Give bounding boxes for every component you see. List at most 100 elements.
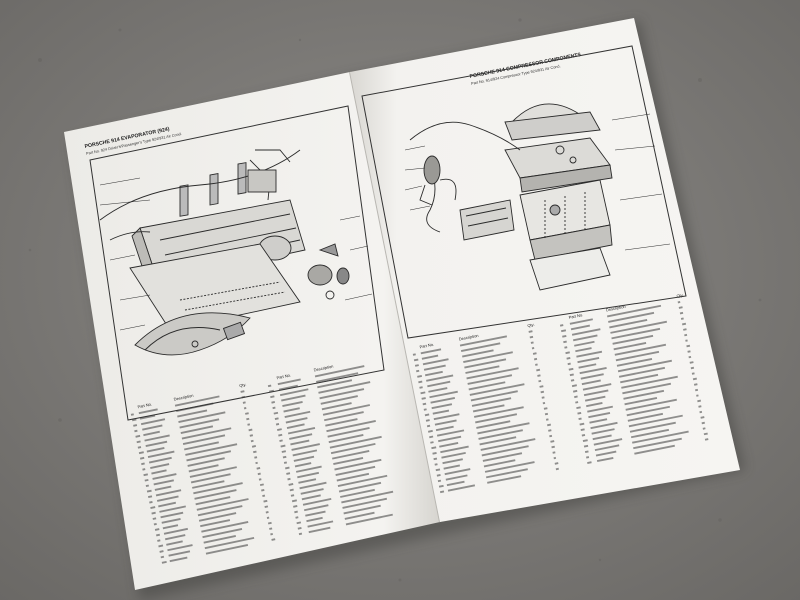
parts-list-text-line (608, 311, 655, 323)
parts-list-text-line (592, 434, 612, 441)
parts-list-text-line (572, 389, 578, 393)
parts-list-text-line (334, 458, 382, 471)
parts-list-text-line (322, 404, 371, 416)
parts-list-text-line (149, 500, 153, 504)
parts-list-text-line (187, 457, 225, 467)
parts-list-text-line (475, 413, 518, 424)
parts-list-text-line (158, 544, 164, 548)
parts-list-text-line (242, 401, 246, 404)
parts-list-text-line (158, 501, 177, 508)
parts-list-text-line (559, 324, 564, 327)
left-col-part-no-2: Part No. (276, 372, 291, 380)
parts-list-text-line (152, 473, 177, 480)
parts-list-text-line (325, 418, 358, 427)
parts-list-text-line (278, 433, 283, 437)
parts-list-text-line (159, 505, 186, 513)
parts-list-text-line (249, 434, 254, 437)
parts-list-text-line (136, 440, 141, 444)
parts-list-text-line (583, 389, 609, 397)
parts-list-text-line (340, 488, 375, 498)
parts-list-text-line (438, 435, 462, 443)
parts-list-text-line (285, 466, 290, 470)
parts-list-text-line (487, 475, 522, 484)
parts-list-text-line (528, 330, 533, 333)
parts-list-text-line (202, 528, 243, 539)
parts-list-text-line (595, 450, 617, 457)
parts-list-text-line (466, 367, 519, 380)
parts-list-text-line (687, 350, 691, 353)
parts-list-text-line (145, 484, 150, 488)
left-parts-list: Part No. Description Qty. Part No. Descr… (130, 364, 394, 564)
parts-list-text-line (319, 388, 365, 400)
parts-list-text-line (300, 488, 324, 495)
left-diagram-frame (89, 105, 385, 421)
parts-list-text-line (336, 472, 370, 482)
parts-list-text-line (485, 468, 528, 479)
parts-list-text-line (590, 421, 618, 430)
parts-list-text-line (482, 452, 523, 462)
parts-list-text-line (677, 301, 681, 304)
parts-list-text-line (549, 434, 553, 438)
parts-list-text-line (413, 358, 419, 362)
parts-list-text-line (289, 488, 294, 492)
parts-list-text-line (200, 519, 231, 528)
parts-list-text-line (429, 435, 434, 439)
parts-list-text-line (568, 367, 574, 371)
parts-list-text-line (420, 391, 426, 395)
parts-list-text-line (131, 418, 137, 422)
parts-list-text-line (254, 456, 258, 459)
parts-list-text-line (462, 349, 494, 358)
parts-list-text-line (343, 504, 381, 515)
parts-list-text-line (480, 438, 536, 451)
parts-list-text-line (185, 443, 238, 456)
parts-list-text-line (204, 536, 255, 550)
parts-list-text-line (326, 420, 376, 433)
parts-list-text-line (469, 383, 525, 396)
parts-list-text-line (296, 521, 302, 525)
parts-list-text-line (263, 499, 268, 503)
parts-list-text-line (294, 510, 298, 514)
parts-list-text-line (292, 449, 318, 457)
parts-list-text-line (412, 353, 416, 356)
parts-list-text-line (578, 363, 597, 369)
parts-list-text-line (169, 556, 188, 563)
parts-list-text-line (153, 522, 157, 526)
parts-list-text-line (266, 516, 270, 519)
parts-list-text-line (275, 423, 280, 426)
parts-list-text-line (532, 352, 537, 355)
right-col-description-2: Description (605, 304, 626, 313)
parts-list-text-line (421, 354, 439, 360)
parts-list-text-line (703, 432, 708, 436)
parts-list-text-line (580, 373, 604, 380)
parts-list-text-line (438, 484, 444, 488)
parts-list-text-line (632, 430, 689, 444)
parts-list-text-line (681, 322, 687, 326)
parts-list-text-line (284, 410, 311, 418)
parts-list-text-line (196, 498, 249, 511)
parts-list-text-line (151, 469, 167, 475)
parts-list-text-line (445, 474, 468, 481)
parts-list-text-line (174, 395, 220, 407)
parts-list-text-line (578, 417, 582, 421)
parts-list-text-line (616, 357, 653, 367)
evaporator-diagram (99, 149, 373, 356)
parts-list-text-line (155, 489, 182, 497)
parts-list-text-line (699, 410, 703, 414)
parts-list-text-line (433, 413, 460, 421)
parts-list-text-line (153, 479, 174, 486)
parts-list-text-line (484, 461, 535, 473)
parts-list-text-line (459, 335, 508, 347)
parts-list-text-line (138, 451, 144, 455)
parts-list-text-line (281, 450, 287, 453)
parts-list-text-line (463, 351, 513, 363)
parts-list-text-line (248, 428, 253, 432)
parts-list-text-line (476, 420, 511, 429)
parts-list-text-line (479, 436, 517, 446)
parts-list-text-line (586, 456, 590, 459)
parts-list-text-line (251, 445, 257, 448)
parts-list-text-line (428, 429, 433, 433)
parts-list-text-line (294, 462, 312, 468)
parts-list-text-line (144, 434, 170, 442)
parts-list-text-line (198, 512, 237, 522)
parts-list-text-line (593, 438, 623, 446)
